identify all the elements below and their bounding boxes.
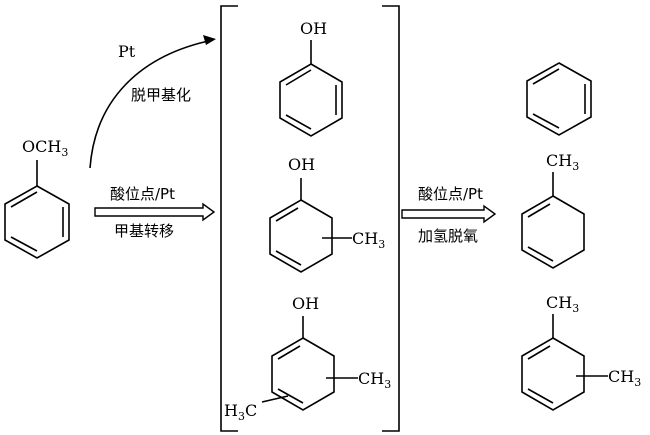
dimethylcyclohexadiene-right-methyl-label: CH3 <box>608 367 641 389</box>
dimethylcyclohexenol-left-methyl-label: H3C <box>224 401 257 423</box>
anisole-structure: OCH3 <box>4 137 70 259</box>
left-process-label: 甲基转移 <box>114 222 174 240</box>
demethylation-arrow <box>89 35 216 169</box>
right-catalyst-label: 酸位点/Pt <box>418 185 483 203</box>
methyl-cyclohexenol-structure: OH CH3 <box>269 155 385 273</box>
hydrodeoxygenation-arrow <box>401 204 497 224</box>
benzene-structure <box>526 62 592 136</box>
methyl-transfer-arrow <box>94 202 216 222</box>
methylcyclohexenol-methyl-label: CH3 <box>352 229 385 251</box>
methylcyclohexenol-oh-label: OH <box>288 155 315 174</box>
dimethyl-cyclohexenol-structure: OH CH3 H3C <box>224 294 391 423</box>
dimethylcyclohexenol-oh-label: OH <box>292 294 319 313</box>
phenol-oh-label: OH <box>300 19 327 38</box>
methylcyclohexadiene-methyl-label: CH3 <box>546 151 579 173</box>
dimethylcyclohexadiene-structure: CH3 CH3 <box>521 293 641 411</box>
dimethylcyclohexadiene-top-methyl-label: CH3 <box>546 293 579 315</box>
right-process-label: 加氢脱氧 <box>418 227 478 245</box>
phenol-structure: OH <box>279 19 343 137</box>
left-catalyst-label: 酸位点/Pt <box>110 185 175 203</box>
intermediate-bracket <box>220 5 400 432</box>
dimethylcyclohexenol-right-methyl-label: CH3 <box>358 369 391 391</box>
upper-process-label: 脱甲基化 <box>131 86 191 104</box>
methoxy-label: OCH3 <box>22 137 68 159</box>
upper-catalyst-label: Pt <box>118 42 136 61</box>
methylcyclohexadiene-structure: CH3 <box>521 151 585 269</box>
